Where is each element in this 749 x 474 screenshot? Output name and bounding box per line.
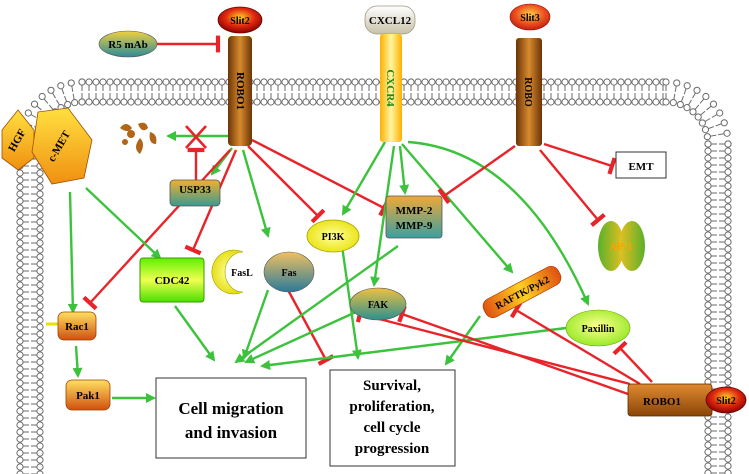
cdc42-node: CDC42 [139, 257, 205, 303]
mmp9-label: MMP-9 [396, 220, 433, 232]
slit2-ligand-top: Slit2 [217, 6, 263, 34]
fas-label: Fas [282, 268, 297, 279]
cdc42-label: CDC42 [155, 275, 190, 287]
cxcl12-label: CXCL12 [369, 15, 412, 27]
pak1-node: Pak1 [65, 379, 111, 411]
pak1-label: Pak1 [76, 390, 100, 402]
migration-line2: and invasion [185, 423, 278, 442]
survival-line1: Survival, [363, 378, 421, 394]
fak-label: FAK [368, 300, 389, 311]
fak-node: FAK [349, 287, 407, 321]
usp33-label: USP33 [179, 184, 211, 196]
survival-line3: cell cycle [363, 420, 420, 436]
slit2-top-label: Slit2 [230, 16, 249, 27]
slit2-bottom-label: Slit2 [716, 396, 735, 407]
cell-migration-outcome: Cell migration and invasion [155, 377, 307, 459]
block-cross-icon [185, 125, 207, 149]
survival-line2: proliferation, [349, 399, 434, 415]
fasl-fas-complex: FasL Fas [211, 249, 315, 295]
mmp-node: MMP-2 MMP-9 [385, 195, 443, 239]
robo1-slit2-bottom: ROBO1 Slit2 [627, 383, 747, 417]
fasl-label: FasL [231, 268, 253, 279]
paxillin-label: Paxillin [582, 324, 615, 335]
robo1-bottom-label: ROBO1 [643, 396, 681, 408]
survival-outcome: Survival, proliferation, cell cycle prog… [329, 369, 456, 467]
robo-receptor-label: ROBO [522, 77, 533, 107]
cxcr4-receptor: CXCR4 [380, 34, 402, 142]
rac1-label: Rac1 [65, 321, 89, 333]
pi3k-node: PI3K [306, 219, 360, 253]
usp33-node: USP33 [169, 179, 221, 207]
emt-node: EMT [615, 151, 667, 179]
robo1-receptor-label: ROBO1 [234, 72, 246, 110]
slit3-label: Slit3 [520, 13, 539, 24]
pi3k-label: PI3K [322, 232, 345, 243]
robo1-receptor: ROBO1 [228, 36, 252, 146]
ap1-label: AP-1 [609, 241, 633, 253]
robo-receptor: ROBO [516, 38, 542, 146]
migration-line1: Cell migration [178, 399, 284, 418]
paxillin-node: Paxillin [565, 309, 631, 347]
hgf-cmet-complex: HGF c-MET [1, 107, 93, 185]
rac1-node: Rac1 [46, 311, 97, 341]
cxcr4-label: CXCR4 [384, 69, 396, 107]
degradation-fragments-icon [120, 122, 157, 154]
slit3-ligand: Slit3 [509, 3, 551, 31]
emt-label: EMT [628, 161, 654, 173]
mmp2-label: MMP-2 [396, 205, 433, 217]
r5-mab-label: R5 mAb [108, 39, 147, 51]
r5-mab-node: R5 mAb [98, 30, 158, 58]
survival-line4: progression [355, 441, 430, 457]
cxcl12-ligand: CXCL12 [364, 5, 416, 35]
raftk-node: RAFTK/Pyk2 [482, 265, 562, 319]
ap1-node: AP-1 [598, 221, 645, 271]
